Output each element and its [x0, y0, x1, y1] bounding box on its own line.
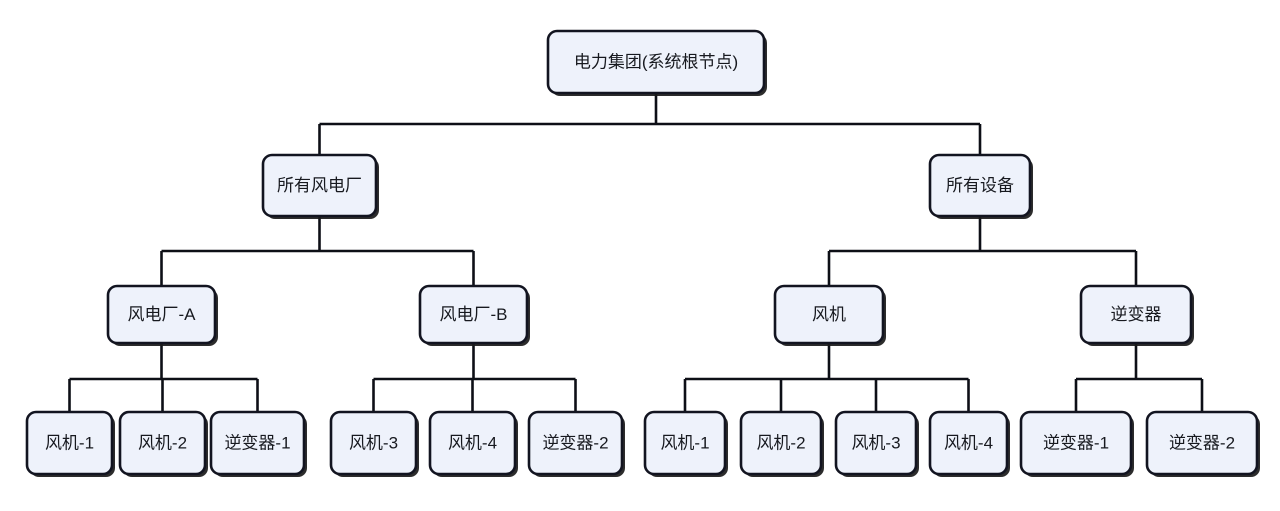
node-wind-farm-b[interactable]: 风电厂-B	[418, 284, 530, 346]
node-box[interactable]	[329, 410, 418, 476]
node-label: 风机-4	[448, 433, 497, 452]
node-label: 逆变器-2	[1169, 433, 1235, 452]
node-label: 电力集团(系统根节点)	[574, 52, 738, 71]
node-box[interactable]	[25, 410, 114, 476]
node-label: 风机-2	[138, 433, 187, 452]
node-farm-b-turbine-4[interactable]: 风机-4	[428, 410, 518, 477]
node-box[interactable]	[118, 410, 207, 476]
connector-group-all-devices	[827, 216, 1138, 286]
node-box[interactable]	[546, 29, 766, 95]
node-device-turbine-4[interactable]: 风机-4	[928, 410, 1010, 477]
node-label: 风机	[812, 305, 846, 324]
node-label: 风机-2	[756, 433, 805, 452]
node-box[interactable]	[106, 284, 217, 345]
connector-group-wind-farm-b	[372, 343, 577, 412]
node-farm-b-turbine-3[interactable]: 风机-3	[329, 410, 419, 477]
connector-group-wind-farm-a	[68, 343, 259, 412]
node-device-inverter-1[interactable]: 逆变器-1	[1019, 410, 1134, 477]
node-box[interactable]	[1145, 410, 1259, 476]
node-label: 风机-3	[349, 433, 398, 452]
node-label: 风电厂-B	[440, 305, 508, 324]
node-box[interactable]	[773, 284, 885, 345]
node-box[interactable]	[261, 153, 378, 218]
node-label: 逆变器-2	[542, 433, 608, 452]
node-root[interactable]: 电力集团(系统根节点)	[546, 29, 767, 96]
node-device-turbine-3[interactable]: 风机-3	[834, 410, 919, 477]
node-label: 风机-1	[45, 433, 94, 452]
node-all-wind-farms[interactable]: 所有风电厂	[261, 153, 379, 219]
node-all-devices[interactable]: 所有设备	[928, 153, 1033, 219]
node-box[interactable]	[1019, 410, 1133, 476]
node-box[interactable]	[928, 153, 1032, 218]
node-inverter-group[interactable]: 逆变器	[1079, 284, 1194, 346]
node-turbine-group[interactable]: 风机	[773, 284, 886, 346]
node-farm-a-turbine-1[interactable]: 风机-1	[25, 410, 115, 477]
node-box[interactable]	[928, 410, 1009, 476]
node-wind-farm-a[interactable]: 风电厂-A	[106, 284, 218, 346]
node-box[interactable]	[527, 410, 624, 476]
node-box[interactable]	[643, 410, 727, 476]
node-farm-a-turbine-2[interactable]: 风机-2	[118, 410, 208, 477]
node-device-turbine-1[interactable]: 风机-1	[643, 410, 728, 477]
connector-group-all-wind-farms	[160, 216, 475, 286]
node-box[interactable]	[209, 410, 306, 476]
node-box[interactable]	[418, 284, 529, 345]
node-label: 所有设备	[946, 176, 1014, 195]
node-device-inverter-2[interactable]: 逆变器-2	[1145, 410, 1260, 477]
connector-group-root	[318, 93, 982, 155]
node-label: 风机-1	[660, 433, 709, 452]
node-box[interactable]	[834, 410, 918, 476]
node-label: 逆变器-1	[224, 433, 290, 452]
node-farm-a-inverter-1[interactable]: 逆变器-1	[209, 410, 307, 477]
node-box[interactable]	[739, 410, 823, 476]
connector-group-inverter-group	[1074, 343, 1204, 412]
node-label: 风机-4	[944, 433, 993, 452]
connector-layer	[68, 93, 1204, 412]
node-label: 风电厂-A	[128, 305, 197, 324]
node-label: 风机-3	[851, 433, 900, 452]
node-farm-b-inverter-2[interactable]: 逆变器-2	[527, 410, 625, 477]
node-box[interactable]	[428, 410, 517, 476]
connector-group-turbine-group	[683, 343, 970, 412]
node-label: 逆变器	[1111, 305, 1162, 324]
node-label: 所有风电厂	[277, 176, 362, 195]
node-box[interactable]	[1079, 284, 1193, 345]
node-label: 逆变器-1	[1043, 433, 1109, 452]
node-device-turbine-2[interactable]: 风机-2	[739, 410, 824, 477]
